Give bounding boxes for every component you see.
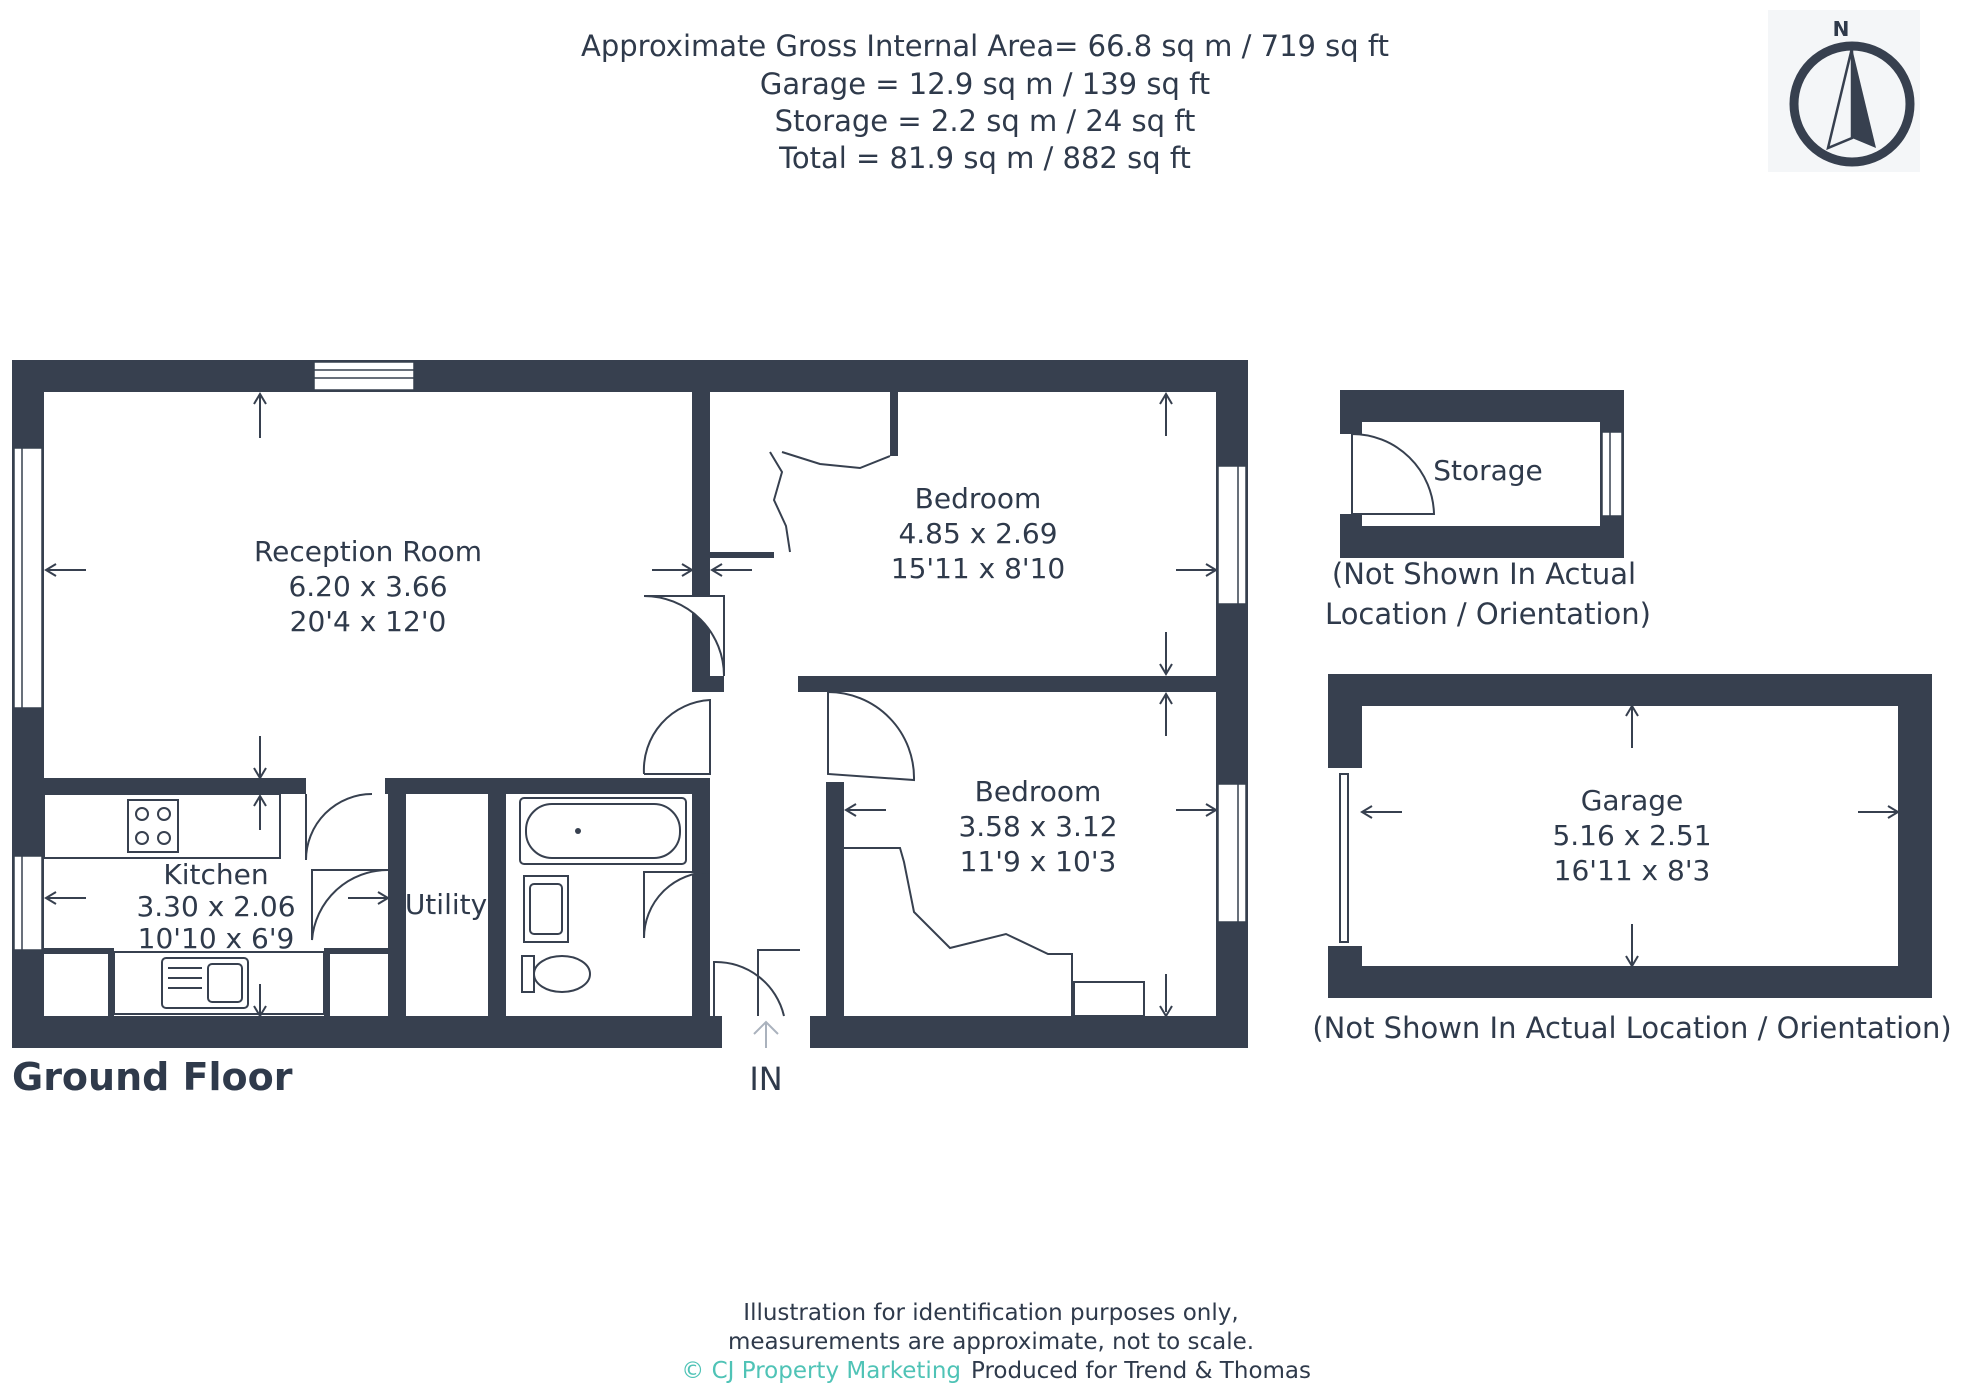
storage-note-line1: (Not Shown In Actual — [1332, 557, 1636, 591]
area-summary: Approximate Gross Internal Area= 66.8 sq… — [581, 29, 1389, 175]
storage-note-line2: Location / Orientation) — [1325, 597, 1651, 631]
storage-name: Storage — [1433, 454, 1543, 487]
entrance-label: IN — [749, 1060, 782, 1098]
disclaimer-line2: measurements are approximate, not to sca… — [728, 1329, 1254, 1355]
doors — [305, 595, 916, 1017]
bedroom-2-metric: 3.58 x 3.12 — [958, 810, 1117, 843]
bath-icon — [519, 797, 687, 865]
toilet-icon — [521, 955, 591, 993]
bedroom-1-label: Bedroom 4.85 x 2.69 15'11 x 8'10 — [891, 482, 1065, 585]
compass-north-label: N — [1833, 17, 1850, 41]
kitchen-name: Kitchen — [163, 858, 268, 891]
dimension-arrows — [44, 392, 1218, 1018]
bedroom-1-name: Bedroom — [915, 482, 1042, 515]
floor-label: Ground Floor — [12, 1055, 293, 1099]
garage-imperial: 16'11 x 8'3 — [1554, 854, 1711, 887]
gross-area-text: Approximate Gross Internal Area= 66.8 sq… — [581, 29, 1389, 63]
compass-ring — [1789, 41, 1915, 167]
kitchen-counter — [43, 793, 281, 859]
bedroom-1-imperial: 15'11 x 8'10 — [891, 552, 1065, 585]
produced-for: Produced for Trend & Thomas — [971, 1358, 1311, 1384]
reception-room-imperial: 20'4 x 12'0 — [290, 605, 447, 638]
garage-area-text: Garage = 12.9 sq m / 139 sq ft — [760, 67, 1210, 101]
storage-area-text: Storage = 2.2 sq m / 24 sq ft — [775, 104, 1196, 138]
storage-plan: Storage (Not Shown In Actual Location / … — [1325, 390, 1651, 631]
kitchen-label: Kitchen 3.30 x 2.06 10'10 x 6'9 — [136, 858, 295, 955]
reception-room-metric: 6.20 x 3.66 — [288, 570, 447, 603]
entrance: IN — [749, 1020, 783, 1098]
garage-metric: 5.16 x 2.51 — [1552, 819, 1711, 852]
bedroom-2-label: Bedroom 3.58 x 3.12 11'9 x 10'3 — [958, 775, 1117, 878]
brand-credit: © CJ Property Marketing — [681, 1358, 961, 1384]
total-area-text: Total = 81.9 sq m / 882 sq ft — [778, 141, 1191, 175]
kitchen-imperial: 10'10 x 6'9 — [138, 922, 295, 955]
garage-note: (Not Shown In Actual Location / Orientat… — [1312, 1011, 1951, 1045]
garage-name: Garage — [1581, 784, 1684, 817]
north-arrow-icon — [1852, 48, 1876, 148]
garage-plan: Garage 5.16 x 2.51 16'11 x 8'3 (Not Show… — [1312, 674, 1952, 1045]
basin-icon — [523, 875, 569, 943]
kitchen-metric: 3.30 x 2.06 — [136, 890, 295, 923]
room-labels: Reception Room 6.20 x 3.66 20'4 x 12'0 B… — [136, 482, 1117, 955]
utility-name: Utility — [405, 888, 487, 921]
reception-room-name: Reception Room — [254, 535, 482, 568]
reception-room-label: Reception Room 6.20 x 3.66 20'4 x 12'0 — [254, 535, 482, 638]
disclaimer: Illustration for identification purposes… — [681, 1300, 1311, 1384]
fixtures — [43, 451, 1145, 1017]
compass: N — [1768, 10, 1920, 172]
bedroom-1-metric: 4.85 x 2.69 — [898, 517, 1057, 550]
bedroom-2-name: Bedroom — [975, 775, 1102, 808]
windows — [13, 361, 1247, 951]
hob-icon — [127, 799, 179, 853]
disclaimer-line1: Illustration for identification purposes… — [743, 1300, 1238, 1326]
bedroom-2-imperial: 11'9 x 10'3 — [960, 845, 1117, 878]
sink-icon — [161, 957, 249, 1009]
